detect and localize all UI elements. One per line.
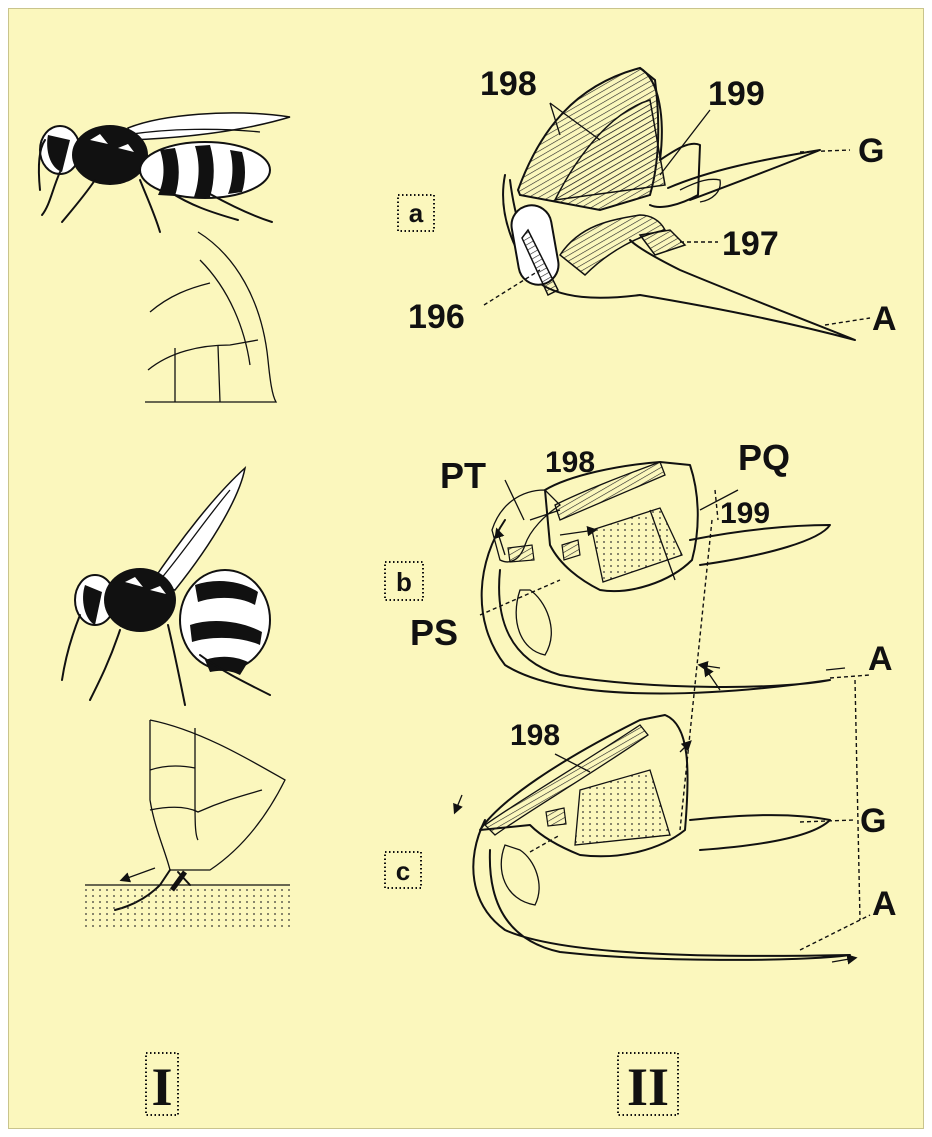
- callout-b-199: 199: [720, 497, 770, 530]
- panel-label-box-b: b: [385, 562, 423, 600]
- callout-a-198: 198: [480, 65, 537, 103]
- callout-a-A: A: [872, 300, 897, 338]
- panel-label-box-a: a: [398, 195, 434, 231]
- panel-label-b: b: [396, 567, 412, 597]
- column-label-II: II: [627, 1057, 669, 1117]
- abdomen-tip-outline-stinging: [115, 720, 285, 910]
- callout-b-A: A: [868, 640, 893, 678]
- callout-c-A: A: [872, 885, 897, 923]
- panel-label-box-c: c: [385, 852, 421, 888]
- abdomen-tip-outline-resting: [145, 232, 276, 402]
- callout-a-G: G: [858, 132, 884, 170]
- callout-c-G: G: [860, 802, 886, 840]
- column-label-box-I: I: [146, 1053, 178, 1117]
- callout-b-PT: PT: [440, 455, 486, 496]
- callout-a-197: 197: [722, 225, 779, 263]
- callout-a-196: 196: [408, 298, 465, 336]
- column-label-box-II: II: [618, 1053, 678, 1117]
- column-label-I: I: [151, 1057, 172, 1117]
- wasp-stinging-illustration: [62, 468, 270, 705]
- panel-b-sting-apparatus: [480, 462, 870, 920]
- panel-c-sting-apparatus: [455, 715, 870, 962]
- callout-c-198: 198: [510, 719, 560, 752]
- wasp-resting-illustration: [39, 113, 290, 232]
- callout-a-199: 199: [708, 75, 765, 113]
- callout-b-198: 198: [545, 446, 595, 479]
- panel-label-c: c: [396, 856, 410, 886]
- panel-a-sting-apparatus: [484, 68, 870, 340]
- substrate-surface: [85, 868, 290, 930]
- callout-b-PS: PS: [410, 612, 458, 653]
- panel-label-a: a: [409, 198, 424, 228]
- callout-b-PQ: PQ: [738, 437, 790, 478]
